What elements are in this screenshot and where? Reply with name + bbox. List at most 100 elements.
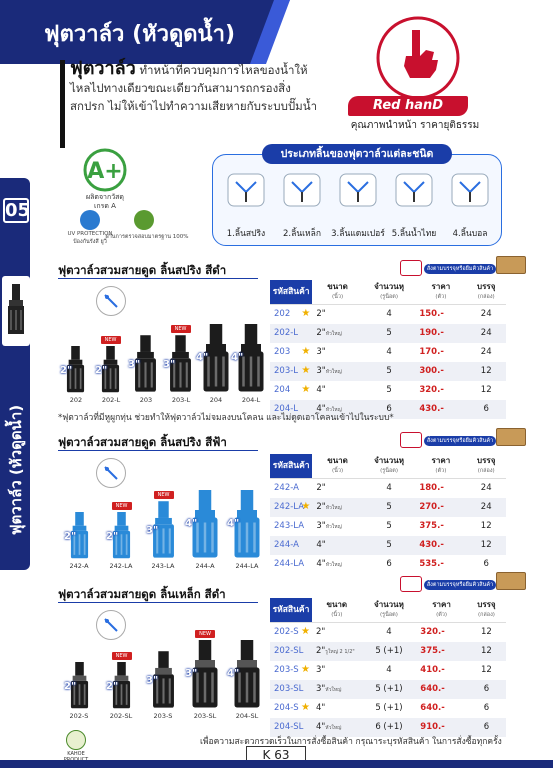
valve-type-icon — [280, 170, 324, 210]
valve-type-icon — [336, 170, 380, 210]
product-size: 2" — [315, 627, 326, 638]
product-box: 12 — [481, 665, 492, 675]
product-caption: 242-A — [69, 562, 89, 570]
product-code: 204★ — [274, 383, 311, 396]
stock-tag: สั่งตามบรรจุหรือยืมคิวสินค้า — [424, 580, 496, 590]
product-qty: 6 — [362, 399, 416, 419]
safe-label: ผ่านการตรวจสอบมาตรฐาน 100% — [105, 234, 189, 240]
page-number: K 63 — [246, 746, 306, 764]
product-caption: 244-A — [195, 562, 215, 570]
product-price: 320.- — [419, 385, 444, 395]
product-qty: 6 — [386, 559, 392, 569]
product-qty: 4 — [386, 627, 392, 638]
product-box: 6 — [483, 559, 489, 569]
valve-type-label: 2.ลิ้นเหล็ก — [283, 229, 321, 239]
product-code: 203★ — [274, 345, 311, 358]
product-size-label: 4" — [227, 668, 240, 679]
product-size: 4"หัวใหญ่ — [312, 399, 363, 419]
star-icon: ★ — [301, 345, 311, 357]
valve-type-label: 3.ลิ้นแดมเปอร์ — [331, 229, 385, 239]
valve-type-label: 4.ลิ้นบอล — [452, 229, 488, 239]
product-caption: 204-SL — [235, 712, 259, 720]
product-price: 270.- — [415, 497, 467, 517]
uv-icon — [80, 210, 100, 230]
product-caption: 202-SL — [109, 712, 133, 720]
product-size-label: 4" — [227, 518, 240, 529]
product-box: 24 — [466, 497, 506, 517]
product-qty: 5 (+1) — [361, 641, 417, 661]
product-qty: 5 — [362, 361, 416, 381]
product-price: 180.- — [419, 483, 444, 494]
product-caption: 242-LA — [109, 562, 133, 570]
table-header-price: ราคา(ตัว) — [416, 598, 467, 623]
foot-valve-image — [101, 346, 120, 398]
table-header-code: รหัสสินค้า — [270, 454, 313, 479]
product-qty: 5 — [362, 497, 416, 517]
product-code: 242-A — [274, 483, 299, 494]
side-product-image — [2, 276, 30, 346]
product-caption: 204-L — [241, 396, 261, 404]
product-size: 3"หัวใหญ่ — [316, 521, 342, 531]
brand-slogan: คุณภาพนำหน้า ราคายุติธรรม — [350, 120, 480, 131]
svg-text:A+: A+ — [87, 159, 122, 184]
table-header-size: ขนาด(นิ้ว) — [312, 454, 363, 479]
valve-type-label: 5.ลิ้นน้ำไทย — [391, 229, 437, 239]
foot-valve-image — [233, 490, 261, 564]
product-size-label: 2" — [64, 531, 77, 543]
new-item-tag: NEW — [153, 491, 174, 499]
product-box: 12 — [480, 385, 492, 395]
new-item-tag: NEW — [170, 325, 191, 333]
section1-note: *ฟุตวาล์วที่มีหูผูกทุ่น ช่วยทำให้ฟุตวาล์… — [58, 413, 394, 423]
product-size: 4" — [316, 385, 326, 395]
footer-note: เพื่อความสะดวกรวดเร็วในการสั่งซื้อสินค้า… — [200, 737, 502, 747]
product-box: 12 — [466, 361, 506, 381]
table-header-box: บรรจุ(กล่อง) — [466, 598, 506, 623]
product-size-label: 3" — [185, 668, 198, 679]
product-code: 203-SL — [270, 679, 312, 699]
new-item-tag: NEW — [100, 336, 121, 344]
product-box: 24 — [466, 323, 506, 343]
product-size: 2" — [316, 309, 326, 320]
foot-valve-image — [112, 512, 131, 564]
product-code: 243-LA — [274, 521, 305, 531]
product-code: 203-L★ — [270, 361, 313, 381]
product-box: 6 — [466, 679, 506, 699]
product-price: 640.- — [416, 679, 467, 699]
product-qty: 4 — [386, 665, 392, 675]
product-price: 375.- — [419, 521, 444, 531]
table-row: 204-S★4"5 (+1)640.-6 — [270, 699, 506, 718]
product-box: 12 — [480, 521, 492, 531]
intro-accent-bar — [60, 60, 65, 148]
aplus-badge-icon: A+ — [80, 148, 130, 192]
new-item-tag: NEW — [111, 502, 132, 510]
stock-tag: สั่งตามบรรจุหรือยืมคิวสินค้า — [424, 436, 496, 446]
foot-valve-image — [134, 335, 157, 398]
foot-valve-image — [152, 651, 175, 714]
product-caption: 243-LA — [151, 562, 175, 570]
uv-sub: ป้องกันรังสี ยูวี — [73, 239, 107, 245]
product-size-label: 3" — [146, 674, 159, 686]
intro-paragraph: ฟุตวาล์ว ทำหน้าที่ควบคุมการไหลของน้ำให้ไ… — [70, 60, 320, 115]
table-header-price: ราคา(ตัว) — [415, 454, 467, 479]
product-qty: 5 (+1) — [375, 703, 403, 713]
product-size-label: 3" — [128, 358, 141, 370]
product-caption: 203-L — [171, 396, 191, 404]
table-header-qty: จำนวนหุ(รูน็อต) — [362, 454, 416, 479]
product-box: 6 — [483, 703, 490, 713]
bottom-bar — [0, 760, 553, 768]
star-icon: ★ — [300, 626, 310, 637]
product-price: 410.- — [420, 665, 445, 675]
foot-valve-image — [70, 662, 89, 714]
product-caption: 204 — [209, 396, 223, 404]
section3-table: รหัสสินค้าขนาด(นิ้ว)จำนวนหุ(รูน็อต)ราคา(… — [270, 598, 506, 737]
valve-type-icon — [448, 170, 492, 210]
